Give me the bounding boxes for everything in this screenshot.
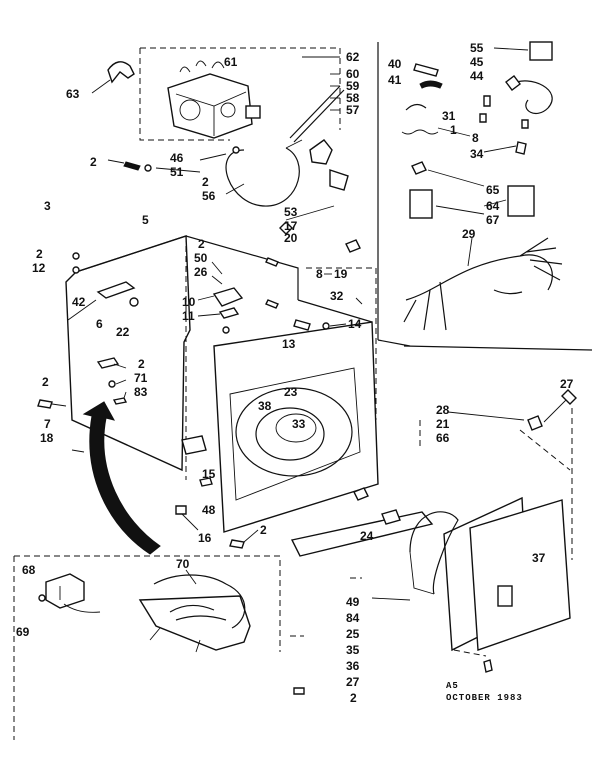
callout-83: 83 [134,385,148,399]
callout-19: 19 [334,267,348,281]
callout-2-g: 2 [260,523,267,537]
callout-58: 58 [346,91,360,105]
callout-labels: 62 60 59 58 57 61 63 2 46 51 2 56 3 5 53… [16,41,574,705]
diagram-footer: A5 OCTOBER 1983 [446,681,523,703]
callout-stack-4: 35 [346,643,360,657]
callout-7: 7 [44,417,51,431]
footer-date: OCTOBER 1983 [446,693,523,703]
callout-55: 55 [470,41,484,55]
callout-59: 59 [346,79,360,93]
callout-50: 50 [194,251,208,265]
callout-28: 28 [436,403,450,417]
cabinet-group [37,205,379,549]
callout-10: 10 [182,295,196,309]
callout-16: 16 [198,531,212,545]
callout-14: 14 [348,317,362,331]
callout-12: 12 [32,261,46,275]
callout-66: 66 [436,431,450,445]
callout-8: 8 [316,267,323,281]
callout-3: 3 [44,199,51,213]
callout-11: 11 [182,309,195,323]
callout-44: 44 [470,69,484,83]
callout-62: 62 [346,50,360,64]
callout-1: 1 [450,123,457,137]
callout-stack-5: 36 [346,659,360,673]
callout-stack-1: 49 [346,595,360,609]
callout-70: 70 [176,557,190,571]
door-assembly-group [290,389,577,695]
callout-2-a: 2 [90,155,97,169]
callout-22: 22 [116,325,130,339]
callout-2-c: 2 [198,237,205,251]
callout-24: 24 [360,529,374,543]
reference-arrow [82,401,161,555]
callout-31: 31 [442,109,456,123]
electrical-group [377,41,593,351]
callout-41: 41 [388,73,402,87]
callout-27-a: 27 [560,377,574,391]
callout-53: 53 [284,205,298,219]
callout-29: 29 [462,227,476,241]
callout-69: 69 [16,625,30,639]
footer-code: A5 [446,681,459,691]
callout-17: 17 [284,219,298,233]
callout-68: 68 [22,563,36,577]
callout-8-b: 8 [472,131,479,145]
callout-13: 13 [282,337,296,351]
callout-15: 15 [202,467,216,481]
callout-23: 23 [284,385,298,399]
callout-65: 65 [486,183,500,197]
callout-51: 51 [170,165,184,179]
callout-18: 18 [40,431,54,445]
callout-42: 42 [72,295,86,309]
callout-stack-7: 2 [350,691,357,705]
callout-2-e: 2 [138,357,145,371]
control-inset-group [13,555,281,740]
callout-63: 63 [66,87,80,101]
callout-stack-2: 84 [346,611,360,625]
callout-2-b: 2 [202,175,209,189]
callout-26: 26 [194,265,208,279]
callout-64: 64 [486,199,500,213]
callout-21: 21 [436,417,450,431]
callout-45: 45 [470,55,484,69]
callout-6: 6 [96,317,103,331]
callout-34: 34 [470,147,484,161]
callout-61: 61 [224,55,238,69]
motor-assembly-group [91,47,349,207]
callout-stack-3: 25 [346,627,360,641]
callout-67: 67 [486,213,500,227]
callout-20: 20 [284,231,298,245]
callout-46: 46 [170,151,184,165]
callout-2-f: 2 [42,375,49,389]
callout-48: 48 [202,503,216,517]
callout-5: 5 [142,213,149,227]
callout-33: 33 [292,417,306,431]
callout-71: 71 [134,371,148,385]
callout-60: 60 [346,67,360,81]
callout-32: 32 [330,289,344,303]
callout-2-d: 2 [36,247,43,261]
callout-stack-6: 27 [346,675,360,689]
callout-40: 40 [388,57,402,71]
callout-56: 56 [202,189,216,203]
callout-57: 57 [346,103,360,117]
callout-37: 37 [532,551,546,565]
callout-38: 38 [258,399,272,413]
